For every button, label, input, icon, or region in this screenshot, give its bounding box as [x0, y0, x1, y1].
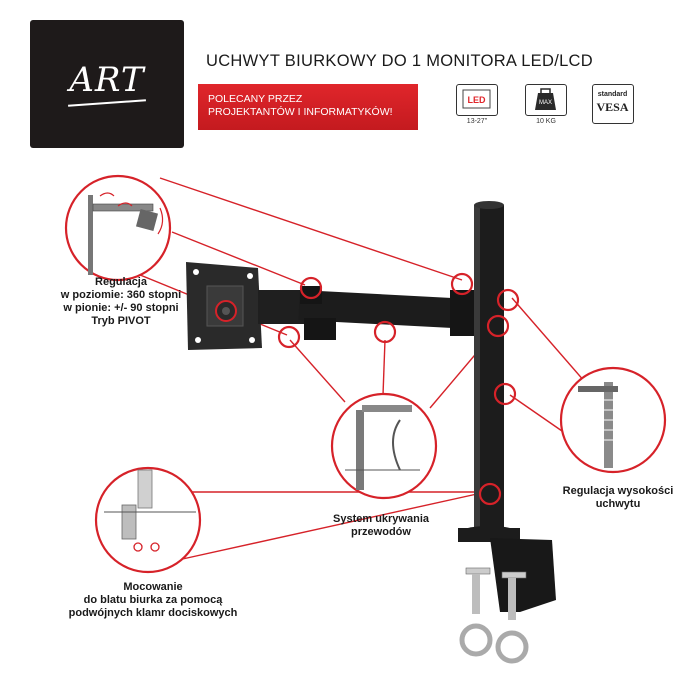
max-badge: MAX [539, 100, 552, 106]
max-weight-icon: MAX [525, 84, 567, 116]
height-detail-zoom [559, 366, 667, 474]
rotation-line-1: Regulacja [95, 276, 147, 288]
max-weight-caption: 10 KG [536, 118, 556, 125]
mount-callout: Mocowanie do blatu biurka za pomocą podw… [58, 581, 248, 620]
cable-line-2: przewodów [351, 526, 411, 538]
product-title: UCHWYT BIURKOWY DO 1 MONITORA LED/LCD [206, 52, 593, 70]
brand-logo: ART [30, 20, 184, 148]
clamp-detail-zoom [94, 466, 202, 574]
cable-detail-zoom [330, 392, 438, 500]
height-line-2: uchwytu [595, 498, 641, 510]
cable-callout: System ukrywania przewodów [316, 513, 446, 539]
arm-detail-zoom [64, 174, 172, 282]
mount-line-1: Mocowanie [123, 581, 183, 593]
rotation-callout: Regulacja w poziomie: 360 stopni w pioni… [36, 276, 206, 328]
banner-line-1: POLECANY PRZEZ [208, 93, 303, 105]
svg-text:LED: LED [468, 95, 487, 105]
logo-text: ART [69, 60, 145, 100]
led-screen-size-icon: LED [456, 84, 498, 116]
rotation-line-3: w pionie: +/- 90 stopni [63, 302, 179, 314]
cable-line-1: System ukrywania [333, 513, 429, 525]
callout-markers [277, 272, 520, 506]
banner-line-2: PROJEKTANTÓW I INFORMATYKÓW! [208, 106, 393, 118]
vesa-badge: VESA [596, 100, 628, 114]
led-badge-l: LED [468, 95, 487, 105]
height-line-1: Regulacja wysokości [562, 485, 674, 497]
rotation-line-2: w poziomie: 360 stopni [60, 289, 182, 301]
mount-line-3: podwójnych klamr dociskowych [68, 607, 238, 619]
vesa-badge-top: standard [598, 91, 628, 98]
monitor-arm [258, 286, 490, 340]
vesa-standard-icon: standard VESA [592, 84, 634, 124]
rotation-line-4: Tryb PIVOT [91, 315, 151, 327]
vesa-plate [186, 262, 262, 350]
height-callout: Regulacja wysokości uchwytu [548, 485, 688, 511]
mount-line-2: do blatu biurka za pomocą [83, 594, 223, 606]
mount-pole [458, 201, 520, 542]
screen-size-caption: 13-27" [466, 118, 488, 125]
desk-clamp [459, 538, 556, 664]
recommendation-banner: POLECANY PRZEZ PROJEKTANTÓW I INFORMATYK… [198, 84, 418, 130]
